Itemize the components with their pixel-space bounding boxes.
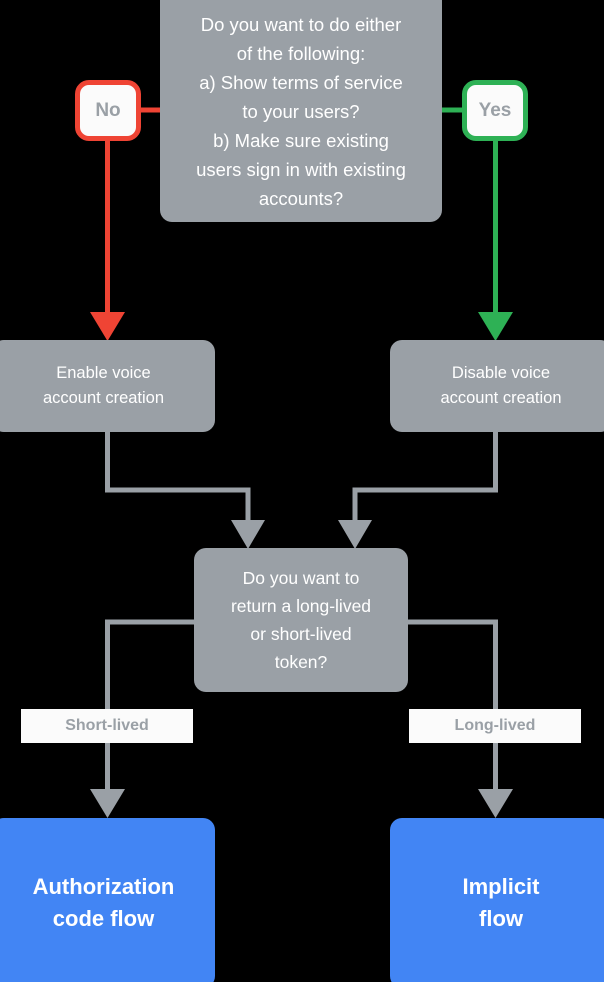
arrowhead-disable-to-token: [338, 520, 372, 549]
node-implicit-flow-label: Implicit flow: [462, 874, 540, 931]
node-token-decision-label: Do you want to return a long-lived or sh…: [230, 568, 372, 672]
node-enable-voice-account-creation-label: Enable voice account creation: [42, 364, 165, 407]
node-token-decision[interactable]: Do you want to return a long-lived or sh…: [194, 548, 408, 692]
arrowhead-token-to-auth-code: [90, 789, 125, 818]
edge-badge-no-label: No: [95, 99, 121, 121]
edge-label-long-lived-text: Long-lived: [454, 717, 536, 734]
edge-badge-yes-label: Yes: [478, 99, 512, 121]
edge-badge-yes[interactable]: Yes: [462, 80, 528, 141]
edge-label-short-lived[interactable]: Short-lived: [21, 709, 193, 743]
node-authorization-code-flow[interactable]: Authorization code flow: [0, 818, 215, 982]
edge-badge-no[interactable]: No: [75, 80, 141, 141]
node-top-decision[interactable]: Do you want to do either of the followin…: [160, 0, 442, 222]
edge-label-short-lived-text: Short-lived: [65, 717, 149, 734]
arrowhead-token-to-implicit: [478, 789, 513, 818]
edge-label-long-lived[interactable]: Long-lived: [409, 709, 581, 743]
node-disable-voice-account-creation[interactable]: Disable voice account creation: [390, 340, 604, 432]
node-enable-voice-account-creation[interactable]: Enable voice account creation: [0, 340, 215, 432]
arrowhead-enable-to-token: [231, 520, 265, 549]
edge-enable-to-token: [105, 432, 251, 527]
node-authorization-code-flow-label: Authorization code flow: [32, 874, 175, 931]
arrowhead-no-to-enable: [90, 312, 125, 341]
node-top-decision-label: Do you want to do either of the followin…: [196, 13, 406, 209]
node-implicit-flow[interactable]: Implicit flow: [390, 818, 604, 982]
edge-disable-to-token: [352, 432, 498, 527]
arrowhead-yes-to-disable: [478, 312, 513, 341]
node-disable-voice-account-creation-label: Disable voice account creation: [440, 364, 562, 407]
